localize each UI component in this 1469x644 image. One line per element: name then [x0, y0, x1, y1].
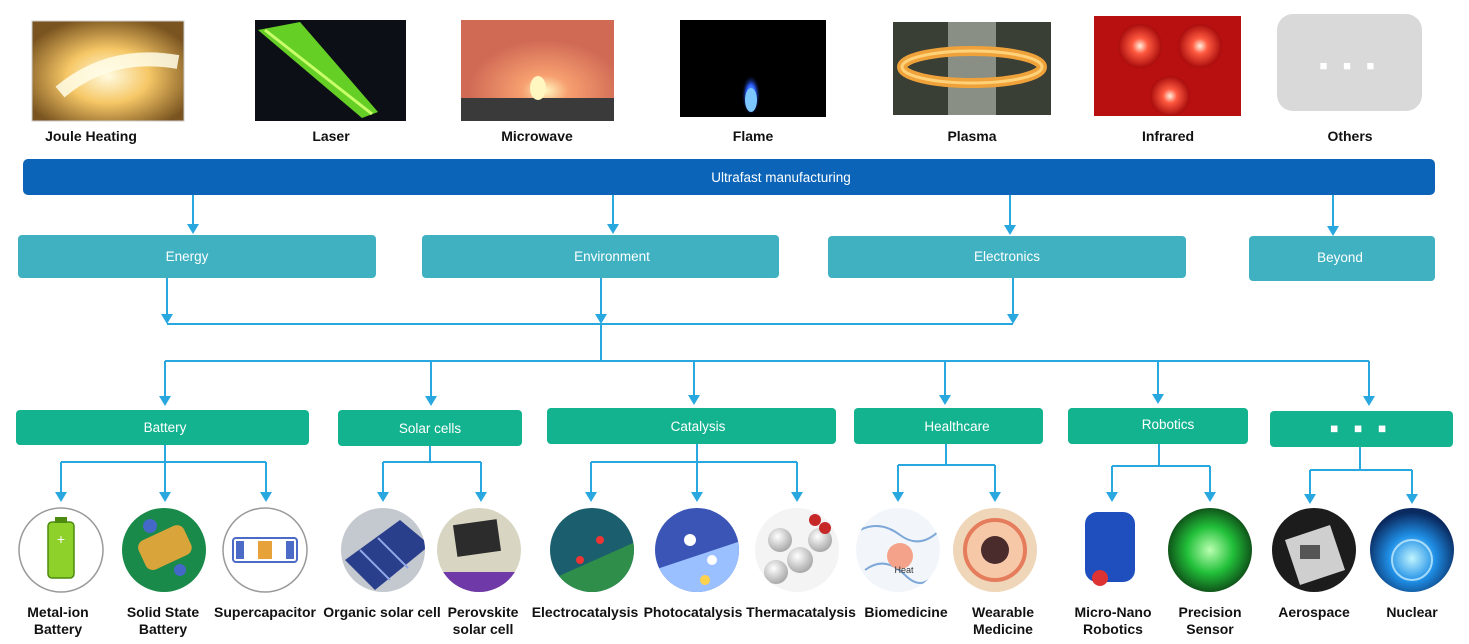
field-electronics: Electronics — [828, 236, 1186, 278]
app-electrocatalysis: Electrocatalysis — [532, 508, 639, 620]
category-robotics: Robotics — [1068, 408, 1248, 444]
field-label: Beyond — [1317, 250, 1363, 265]
app-wearable-medicine: Wearable Medicine — [953, 508, 1037, 637]
ultrafast-manufacturing-bar — [23, 159, 1435, 195]
field-label: Electronics — [974, 249, 1040, 264]
category-label: Healthcare — [924, 419, 989, 434]
method-label: Joule Heating — [45, 128, 137, 144]
category-label: Robotics — [1142, 417, 1195, 432]
app-label-line1: Aerospace — [1278, 604, 1350, 620]
svg-text:+: + — [57, 531, 65, 547]
method-label: Others — [1327, 128, 1372, 144]
category-label: Catalysis — [671, 419, 726, 434]
field-merge-connectors — [159, 278, 1375, 406]
app-label-line1: Precision — [1178, 604, 1241, 620]
field-label: Energy — [166, 249, 209, 264]
app-label-line2: Battery — [139, 621, 187, 637]
app-label-line1: Perovskite — [448, 604, 519, 620]
app-label-line2: Medicine — [973, 621, 1033, 637]
app-label-line1: Biomedicine — [864, 604, 947, 620]
method-label: Microwave — [501, 128, 573, 144]
bar-to-field-arrows — [187, 195, 1339, 236]
method-plasma: Plasma — [893, 22, 1051, 144]
app-precision-sensor: Precision Sensor — [1168, 508, 1252, 637]
app-label-line2: solar cell — [453, 621, 514, 637]
app-micro-nano-robotics: Micro-Nano Robotics — [1070, 508, 1154, 637]
category-label: ■ ■ ■ — [1330, 421, 1392, 436]
app-metal-ion-battery: + Metal-ion Battery — [18, 507, 104, 637]
field-label: Environment — [574, 249, 650, 264]
app-label-line1: Solid State — [127, 604, 200, 620]
app-organic-solar-cell: Organic solar cell — [323, 508, 441, 620]
app-label-line2: Sensor — [1186, 621, 1234, 637]
app-thermacatalysis: Thermacatalysis — [746, 508, 856, 620]
ultrafast-manufacturing-label: Ultrafast manufacturing — [711, 170, 851, 185]
field-beyond: Beyond — [1249, 236, 1435, 281]
app-biomedicine: Heat Biomedicine — [856, 508, 948, 620]
app-label-line2: Battery — [34, 621, 82, 637]
method-label: Plasma — [947, 128, 996, 144]
app-label-line1: Electrocatalysis — [532, 604, 639, 620]
category-battery: Battery — [16, 410, 309, 445]
method-flame: Flame — [680, 20, 826, 144]
heat-text: Heat — [894, 565, 914, 575]
field-energy: Energy — [18, 235, 376, 278]
app-label-line1: Supercapacitor — [214, 604, 316, 620]
method-microwave: Microwave — [461, 20, 614, 144]
app-label-line1: Thermacatalysis — [746, 604, 856, 620]
category-healthcare: Healthcare — [854, 408, 1043, 444]
app-label-line1: Nuclear — [1386, 604, 1438, 620]
method-others: ■ ■ ■ Others — [1277, 14, 1422, 144]
app-nuclear: Nuclear — [1370, 508, 1454, 620]
category-catalysis: Catalysis — [547, 408, 836, 444]
app-solid-state-battery: Solid State Battery — [122, 508, 206, 637]
category-label: Battery — [144, 420, 187, 435]
field-environment: Environment — [422, 235, 779, 278]
app-photocatalysis: Photocatalysis — [644, 508, 743, 620]
method-label: Flame — [733, 128, 774, 144]
method-infrared: Infrared — [1094, 16, 1241, 144]
app-label-line1: Organic solar cell — [323, 604, 441, 620]
app-aerospace: Aerospace — [1272, 508, 1356, 620]
app-label-line2: Robotics — [1083, 621, 1143, 637]
app-label-line1: Photocatalysis — [644, 604, 743, 620]
app-label-line1: Wearable — [972, 604, 1034, 620]
others-placeholder — [1277, 14, 1422, 111]
method-label: Infrared — [1142, 128, 1194, 144]
category-to-application-connectors — [55, 444, 1418, 504]
method-joule-heating: Joule Heating — [31, 20, 185, 144]
app-label-line1: Metal-ion — [27, 604, 88, 620]
category-more: ■ ■ ■ — [1270, 411, 1453, 447]
app-perovskite-solar-cell: Perovskite solar cell — [437, 508, 521, 637]
category-label: Solar cells — [399, 421, 462, 436]
category-solar-cells: Solar cells — [338, 410, 522, 446]
method-label: Laser — [312, 128, 350, 144]
method-laser: Laser — [255, 20, 406, 144]
others-dots: ■ ■ ■ — [1320, 58, 1381, 73]
app-supercapacitor: Supercapacitor — [214, 507, 317, 620]
app-label-line1: Micro-Nano — [1075, 604, 1152, 620]
